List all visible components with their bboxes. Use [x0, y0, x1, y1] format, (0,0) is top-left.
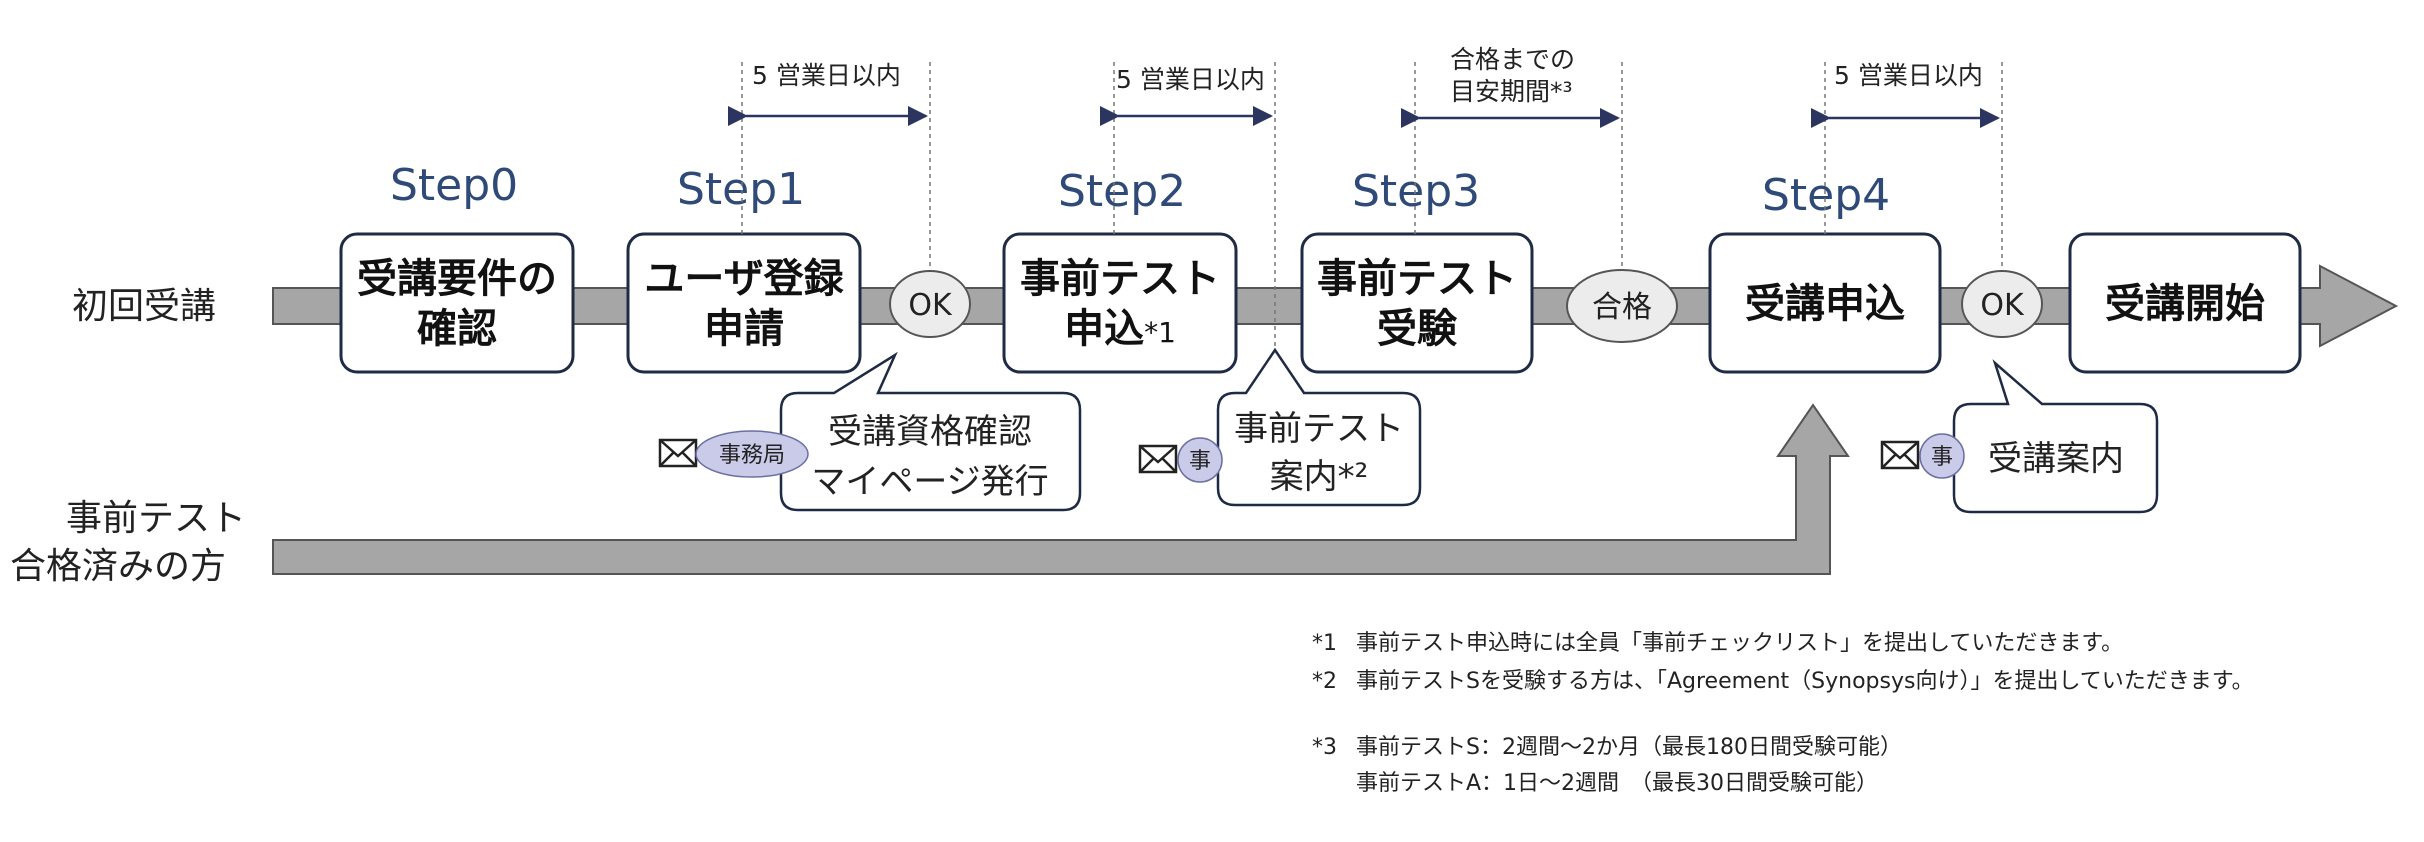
callout-1-line1: 受講資格確認	[828, 412, 1032, 452]
sender-office-3: 事	[1880, 433, 1965, 479]
callout-2-line2: 案内*²	[1270, 457, 1369, 497]
footnote-3-mark: *3	[1312, 735, 1337, 760]
sender-badge	[1177, 437, 1223, 483]
box-pretest-apply-footnote-mark: *1	[1144, 316, 1176, 349]
row-label-passed-line2: 合格済みの方	[10, 546, 226, 587]
oval-pass-text: 合格	[1592, 290, 1652, 325]
footnote-3-line2: 事前テストA：1日～2週間 （最長30日間受験可能）	[1356, 771, 1878, 796]
oval-pass: 合格	[1566, 269, 1678, 343]
interval-3	[1414, 62, 1623, 270]
box-pretest-take-line1: 事前テスト	[1317, 256, 1517, 302]
oval-ok-2-text: OK	[1980, 288, 2025, 323]
box-pretest-apply-line2: 申込*1	[1064, 306, 1176, 352]
envelope-icon	[1138, 444, 1178, 474]
row-label-passed-line1: 事前テスト	[66, 498, 246, 539]
oval-ok-1: OK	[889, 270, 971, 338]
box-pretest-application: 事前テスト 申込*1	[1002, 232, 1238, 374]
callout-3-text: 受講案内	[1988, 439, 2124, 479]
box-confirm-line1: 受講要件の	[357, 256, 557, 302]
oval-ok-2: OK	[1961, 270, 2043, 338]
interval-3-label-line2: 目安期間*³	[1450, 77, 1573, 106]
step-label-4: Step4	[1762, 170, 1890, 221]
footnote-2-mark: *2	[1312, 669, 1337, 694]
step-label-2: Step2	[1058, 166, 1186, 217]
box-confirm-line2: 確認	[417, 306, 497, 352]
callout-2-line1: 事前テスト	[1234, 409, 1404, 449]
sender-badge	[695, 430, 809, 478]
sender-office-short-text: 事	[1189, 449, 1211, 474]
footnote-2: 事前テストSを受験する方は、「Agreement（Synopsys向け）」を提出…	[1356, 669, 2254, 694]
sender-office-2: 事	[1138, 437, 1223, 483]
box-pretest-exam: 事前テスト 受験	[1300, 232, 1534, 374]
callout-1-bubble	[779, 351, 1082, 512]
box-register-line2: 申請	[704, 306, 784, 352]
footnote-3-line1: 事前テストS：2週間～2か月（最長180日間受験可能）	[1356, 735, 1902, 760]
interval-2-label: 5 営業日以内	[1116, 65, 1265, 94]
callout-1-line2: マイページ発行	[811, 462, 1048, 502]
box-pretest-apply-line1: 事前テスト	[1020, 256, 1220, 302]
box-register-line1: ユーザ登録	[644, 256, 844, 302]
callout-3-bubble	[1952, 359, 2159, 514]
interval-4-label: 5 営業日以内	[1834, 61, 1983, 90]
box-pretest-apply-line2-text: 申込	[1064, 306, 1144, 352]
footnote-1-mark: *1	[1312, 631, 1337, 656]
passed-flow-arrow	[272, 403, 1850, 575]
interval-1	[741, 62, 931, 270]
oval-ok-1-text: OK	[908, 288, 953, 323]
box-course-application: 受講申込	[1708, 232, 1942, 374]
box-course-start: 受講開始	[2068, 232, 2302, 374]
interval-3-label-line1: 合格までの	[1450, 45, 1575, 74]
box-course-apply-text: 受講申込	[1745, 281, 1905, 327]
row-label-first-time: 初回受講	[72, 286, 216, 327]
interval-1-label: 5 営業日以内	[752, 61, 901, 90]
interval-4	[1824, 62, 2003, 270]
envelope-icon	[658, 438, 698, 468]
envelope-icon	[1880, 440, 1920, 470]
interval-2	[1113, 62, 1276, 350]
footnotes: *1 事前テスト申込時には全員「事前チェックリスト」を提出していただきます。 *…	[1312, 631, 2254, 796]
sender-office-1: 事務局	[658, 430, 809, 478]
step-label-3: Step3	[1352, 166, 1480, 217]
callout-2-bubble	[1216, 347, 1422, 507]
box-user-registration: ユーザ登録 申請	[626, 232, 862, 374]
sender-office-short-text: 事	[1931, 445, 1953, 470]
box-pretest-take-line2: 受験	[1377, 306, 1458, 352]
footnote-1: 事前テスト申込時には全員「事前チェックリスト」を提出していただきます。	[1356, 631, 2123, 656]
step-label-0: Step0	[390, 160, 518, 211]
step-label-1: Step1	[677, 164, 805, 215]
box-course-start-text: 受講開始	[2105, 281, 2265, 327]
sender-badge	[1919, 433, 1965, 479]
box-confirm-requirements: 受講要件の 確認	[339, 232, 575, 374]
sender-office-text: 事務局	[719, 443, 785, 468]
